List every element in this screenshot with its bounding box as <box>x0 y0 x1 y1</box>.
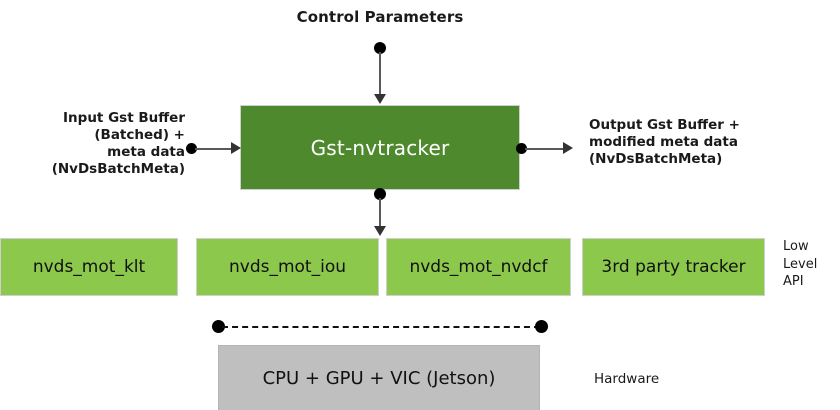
control-parameters-arrowhead <box>374 94 386 104</box>
input-arrowhead <box>231 142 241 154</box>
input-source-dot <box>186 143 197 154</box>
low-level-block-nvds-mot-klt[interactable]: nvds_mot_klt <box>0 238 178 296</box>
hardware-block[interactable]: CPU + GPU + VIC (Jetson) <box>218 345 540 410</box>
hardware-annotation: Hardware <box>594 371 660 387</box>
hardware-link-dashed-line <box>222 326 540 328</box>
gst-nvtracker-block[interactable]: Gst-nvtracker <box>240 105 520 190</box>
control-parameters-connector-line <box>379 52 381 95</box>
hardware-block-label: CPU + GPU + VIC (Jetson) <box>262 368 496 389</box>
low-level-block-label: nvds_mot_nvdcf <box>409 257 548 277</box>
input-buffer-label-line4: (NvDsBatchMeta) <box>51 161 185 177</box>
control-parameters-title: Control Parameters <box>296 8 464 26</box>
hardware-link-left-dot <box>212 320 225 333</box>
low-level-block-label: nvds_mot_iou <box>228 257 346 277</box>
low-level-api-annotation: Low Level API <box>783 238 839 291</box>
low-level-connector-line <box>379 198 381 228</box>
low-level-block-nvds-mot-iou[interactable]: nvds_mot_iou <box>196 238 379 296</box>
input-buffer-label-line3: meta data <box>107 144 185 160</box>
control-parameters-source-dot <box>374 42 386 54</box>
low-level-block-3rd-party-tracker[interactable]: 3rd party tracker <box>582 238 765 296</box>
low-level-api-annotation-line1: Low <box>783 239 809 254</box>
input-buffer-label-line2: (Batched) + <box>94 127 185 143</box>
low-level-api-annotation-line3: API <box>783 274 804 289</box>
low-level-source-dot <box>374 188 386 200</box>
gst-nvtracker-label: Gst-nvtracker <box>310 135 450 160</box>
output-buffer-label-line3: (NvDsBatchMeta) <box>589 151 723 167</box>
low-level-block-nvds-mot-nvdcf[interactable]: nvds_mot_nvdcf <box>386 238 571 296</box>
low-level-block-label: 3rd party tracker <box>601 257 746 277</box>
output-arrowhead <box>563 142 573 154</box>
low-level-api-annotation-line2: Level <box>783 256 818 272</box>
output-source-dot <box>516 143 527 154</box>
output-buffer-label-line1: Output Gst Buffer + <box>589 117 740 133</box>
low-level-block-label: nvds_mot_klt <box>32 257 146 277</box>
hardware-link-right-dot <box>535 320 548 333</box>
output-buffer-label: Output Gst Buffer + modified meta data (… <box>589 117 819 168</box>
input-buffer-label-line1: Input Gst Buffer <box>63 110 185 126</box>
output-connector-line <box>525 148 565 150</box>
output-buffer-label-line2: modified meta data <box>589 134 738 150</box>
input-buffer-label: Input Gst Buffer (Batched) + meta data (… <box>25 110 185 178</box>
input-connector-line <box>195 148 233 150</box>
low-level-arrowhead <box>374 226 386 236</box>
